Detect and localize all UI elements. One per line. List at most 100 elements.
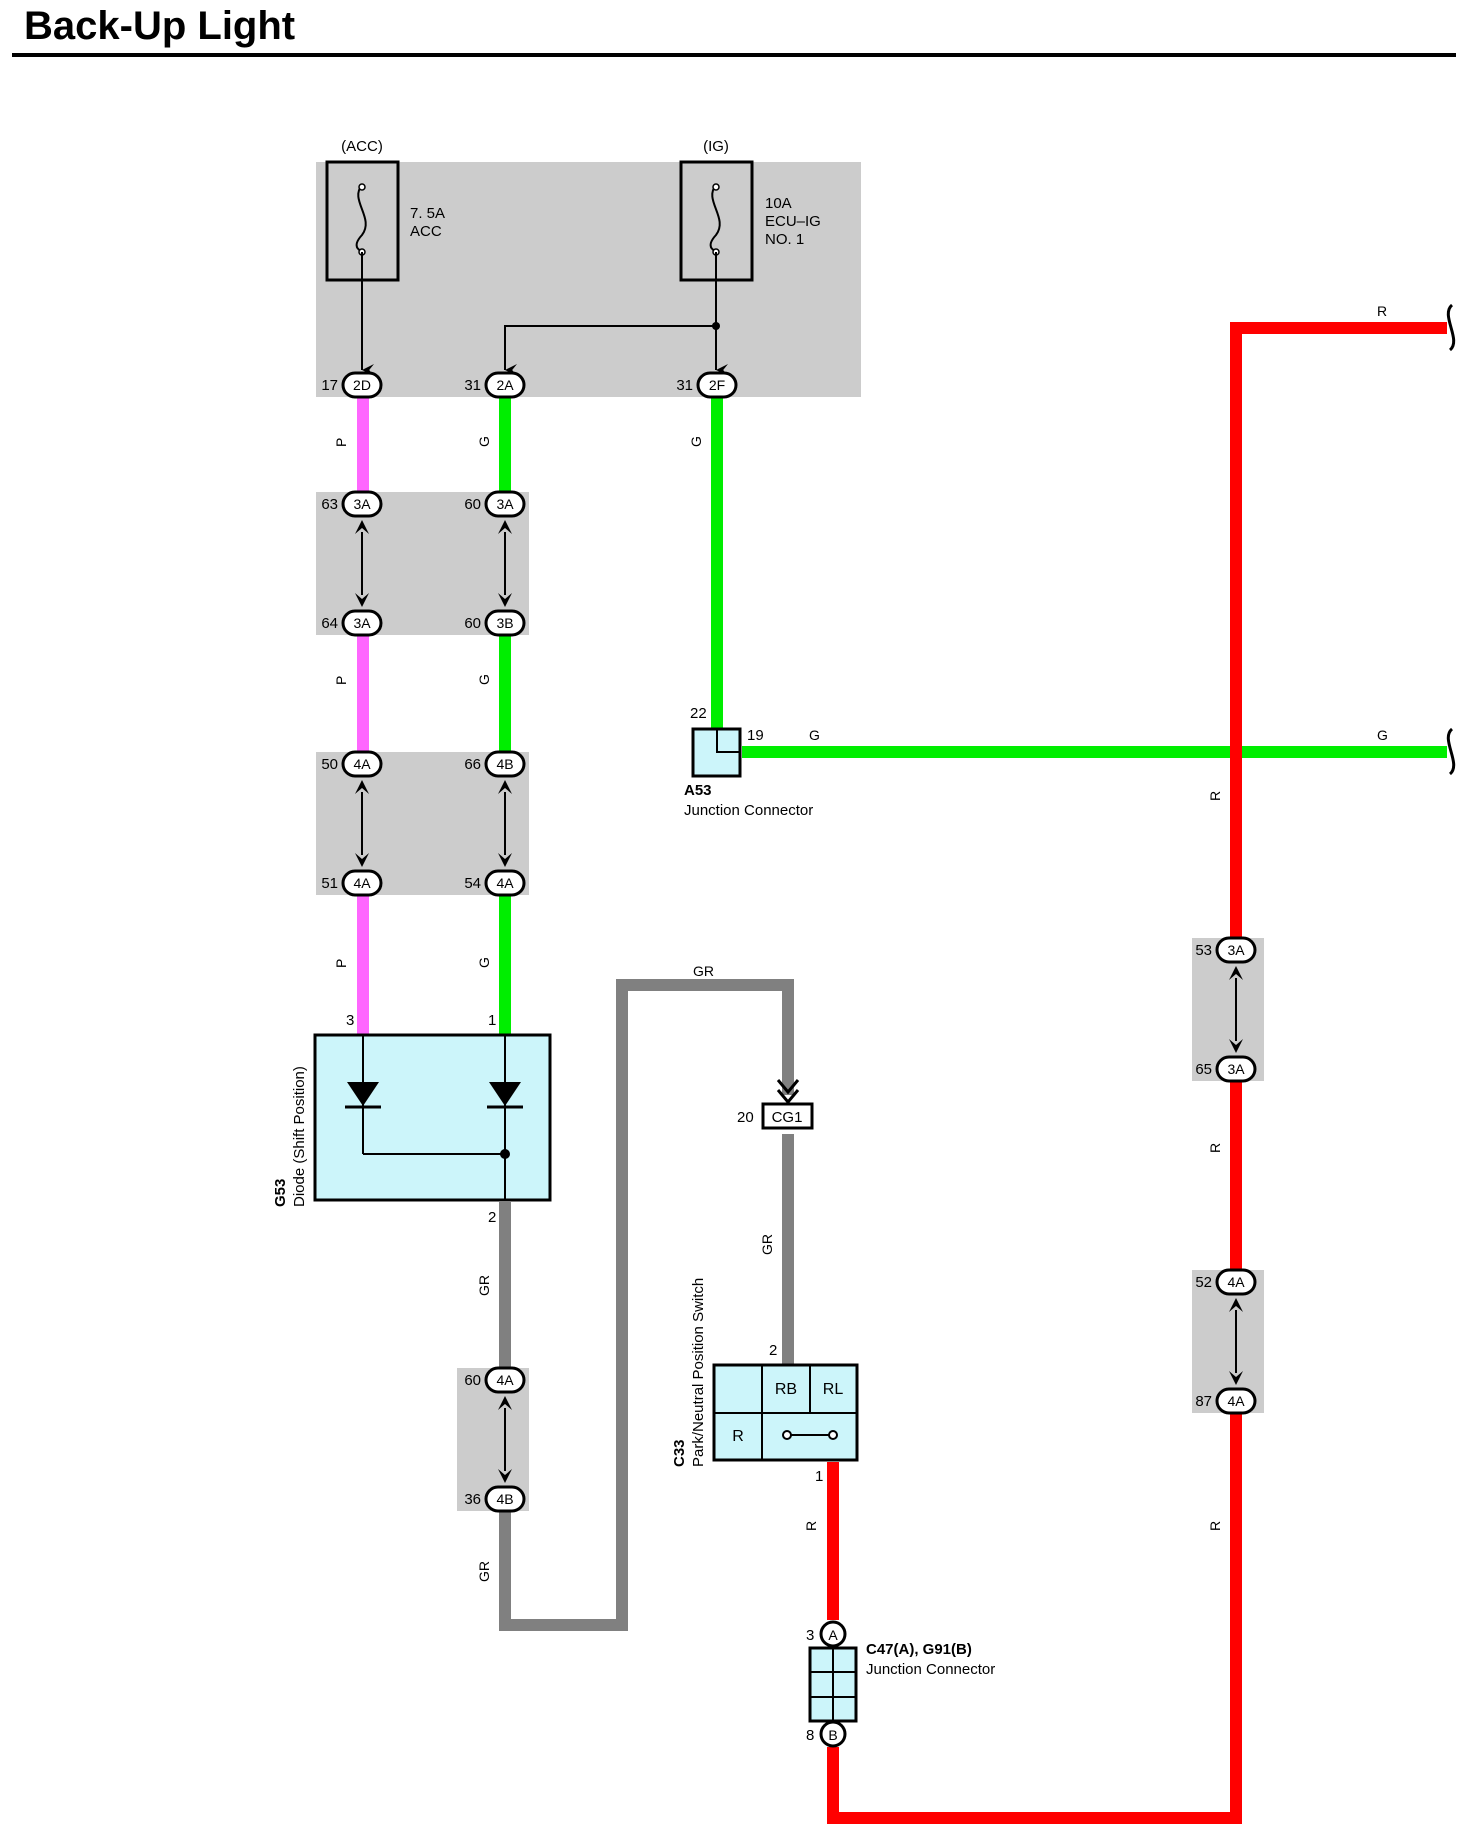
c47-junction-connector: A B 3 8 C47(A), G91(B) Junction Connecto… (806, 1620, 995, 1748)
g53-code: G53 (272, 1179, 289, 1207)
acc-label: (ACC) (341, 138, 383, 155)
fuse-ig-name-1: ECU–IG (765, 213, 821, 230)
diode-pin-1: 1 (488, 1012, 496, 1029)
conn-4b-66-pin: 66 (464, 756, 481, 773)
a53-pin-22: 22 (690, 705, 707, 722)
conn-2d-pin: 17 (321, 377, 338, 394)
cg1-label: CG1 (772, 1109, 803, 1126)
fuse-box-block (316, 162, 861, 397)
conn-3a-65: 3A (1215, 1055, 1257, 1083)
c33-rb: RB (775, 1381, 797, 1398)
conn-2d: 2D (341, 371, 383, 399)
jc-pin-8: 8 (806, 1727, 814, 1744)
wire-label-r: R (1207, 791, 1223, 801)
fuse-acc-name: ACC (410, 223, 442, 240)
conn-3b-60: 3B (484, 609, 526, 637)
wire-green (499, 397, 1447, 1035)
fuse-ig-name-2: NO. 1 (765, 231, 804, 248)
conn-4b-36-label: 4B (496, 1491, 513, 1507)
wire-label-g: G (1377, 727, 1388, 743)
conn-4a-60-label: 4A (496, 1372, 514, 1388)
conn-4a-87-label: 4A (1227, 1393, 1245, 1409)
conn-2a-label: 2A (496, 377, 514, 393)
conn-3a-53-pin: 53 (1195, 942, 1212, 959)
conn-4a-52: 4A (1215, 1268, 1257, 1296)
wire-label-p: P (333, 959, 349, 968)
conn-3a-63-pin: 63 (321, 496, 338, 513)
wire-label-r: R (1207, 1143, 1223, 1153)
conn-4a-51: 4A (341, 869, 383, 897)
wire-label-g: G (688, 436, 704, 447)
conn-4b-66-label: 4B (496, 756, 513, 772)
conn-3a-60: 3A (484, 490, 526, 518)
conn-3a-53-label: 3A (1227, 942, 1245, 958)
fuse-box: (ACC) (IG) 7. 5A ACC 10A ECU–IG NO. 1 (325, 138, 821, 376)
cg1-pin: 20 (737, 1109, 754, 1126)
a53-pin-19: 19 (747, 727, 764, 744)
diode-pin-2: 2 (488, 1209, 496, 1226)
conn-4b-36: 4B (484, 1485, 526, 1513)
conn-4a-50: 4A (341, 750, 383, 778)
c33-code: C33 (671, 1439, 688, 1467)
conn-4a-54: 4A (484, 869, 526, 897)
jc-b: B (828, 1727, 837, 1743)
wire-label-r: R (1207, 1521, 1223, 1531)
fuse-acc-rating: 7. 5A (410, 205, 445, 222)
conn-4b-36-pin: 36 (464, 1491, 481, 1508)
wire-red (827, 322, 1447, 1824)
page-title: Back-Up Light (24, 4, 296, 48)
wire-label-p: P (333, 676, 349, 685)
diode-left-symbol (347, 1082, 379, 1106)
conn-4a-60-pin: 60 (464, 1372, 481, 1389)
wire-label-gr: GR (759, 1234, 775, 1255)
wire-gray (499, 979, 794, 1631)
conn-4a-52-pin: 52 (1195, 1274, 1212, 1291)
conn-3a-65-label: 3A (1227, 1061, 1245, 1077)
wire-label-g: G (476, 957, 492, 968)
wires (357, 322, 1447, 1824)
wire-label-gr: GR (476, 1561, 492, 1582)
a53-name: Junction Connector (684, 802, 813, 819)
jc-a: A (828, 1627, 838, 1643)
wire-label-r: R (803, 1521, 819, 1531)
conn-4a-50-pin: 50 (321, 756, 338, 773)
conn-4b-66: 4B (484, 750, 526, 778)
conn-2a-pin: 31 (464, 377, 481, 394)
c47-code: C47(A), G91(B) (866, 1641, 972, 1658)
cg1-connector: CG1 20 (737, 1079, 814, 1130)
c33-r: R (732, 1428, 744, 1445)
conn-3a-63-label: 3A (353, 496, 371, 512)
conn-3a-63: 3A (341, 490, 383, 518)
conn-4a-54-label: 4A (496, 875, 514, 891)
connector-ovals: 2D 2A 2F 3A 3A 3A 3B 4A 4B 4A 4A 4A 4B 3A 3A 4A 4A (341, 371, 1257, 1513)
conn-2f: 2F (696, 371, 738, 399)
c33-park-neutral-switch: RB RL R 2 1 C33 Park/Neutral Position Sw… (671, 1278, 859, 1485)
g53-diode: 3 1 2 G53 Diode (Shift Position) (272, 1012, 552, 1226)
conn-3a-60-label: 3A (496, 496, 514, 512)
jc-pin-3: 3 (806, 1627, 814, 1644)
c33-pin-1: 1 (815, 1468, 823, 1485)
c33-pin-2: 2 (769, 1342, 777, 1359)
conn-3a-60-pin: 60 (464, 496, 481, 513)
conn-2a: 2A (484, 371, 526, 399)
wire-label-g: G (476, 674, 492, 685)
conn-4a-60: 4A (484, 1366, 526, 1394)
wire-label-r: R (1377, 303, 1387, 319)
wire-label-gr: GR (693, 963, 714, 979)
conn-2d-label: 2D (353, 377, 371, 393)
conn-3a-64: 3A (341, 609, 383, 637)
c33-name: Park/Neutral Position Switch (690, 1278, 707, 1467)
conn-4a-87-pin: 87 (1195, 1393, 1212, 1410)
conn-4a-52-label: 4A (1227, 1274, 1245, 1290)
conn-4a-51-pin: 51 (321, 875, 338, 892)
title-rule (12, 53, 1456, 57)
conn-4a-87: 4A (1215, 1387, 1257, 1415)
conn-2f-pin: 31 (676, 377, 693, 394)
wire-label-g: G (809, 727, 820, 743)
c33-rl: RL (823, 1381, 844, 1398)
conn-4a-54-pin: 54 (464, 875, 481, 892)
conn-3a-64-pin: 64 (321, 615, 338, 632)
